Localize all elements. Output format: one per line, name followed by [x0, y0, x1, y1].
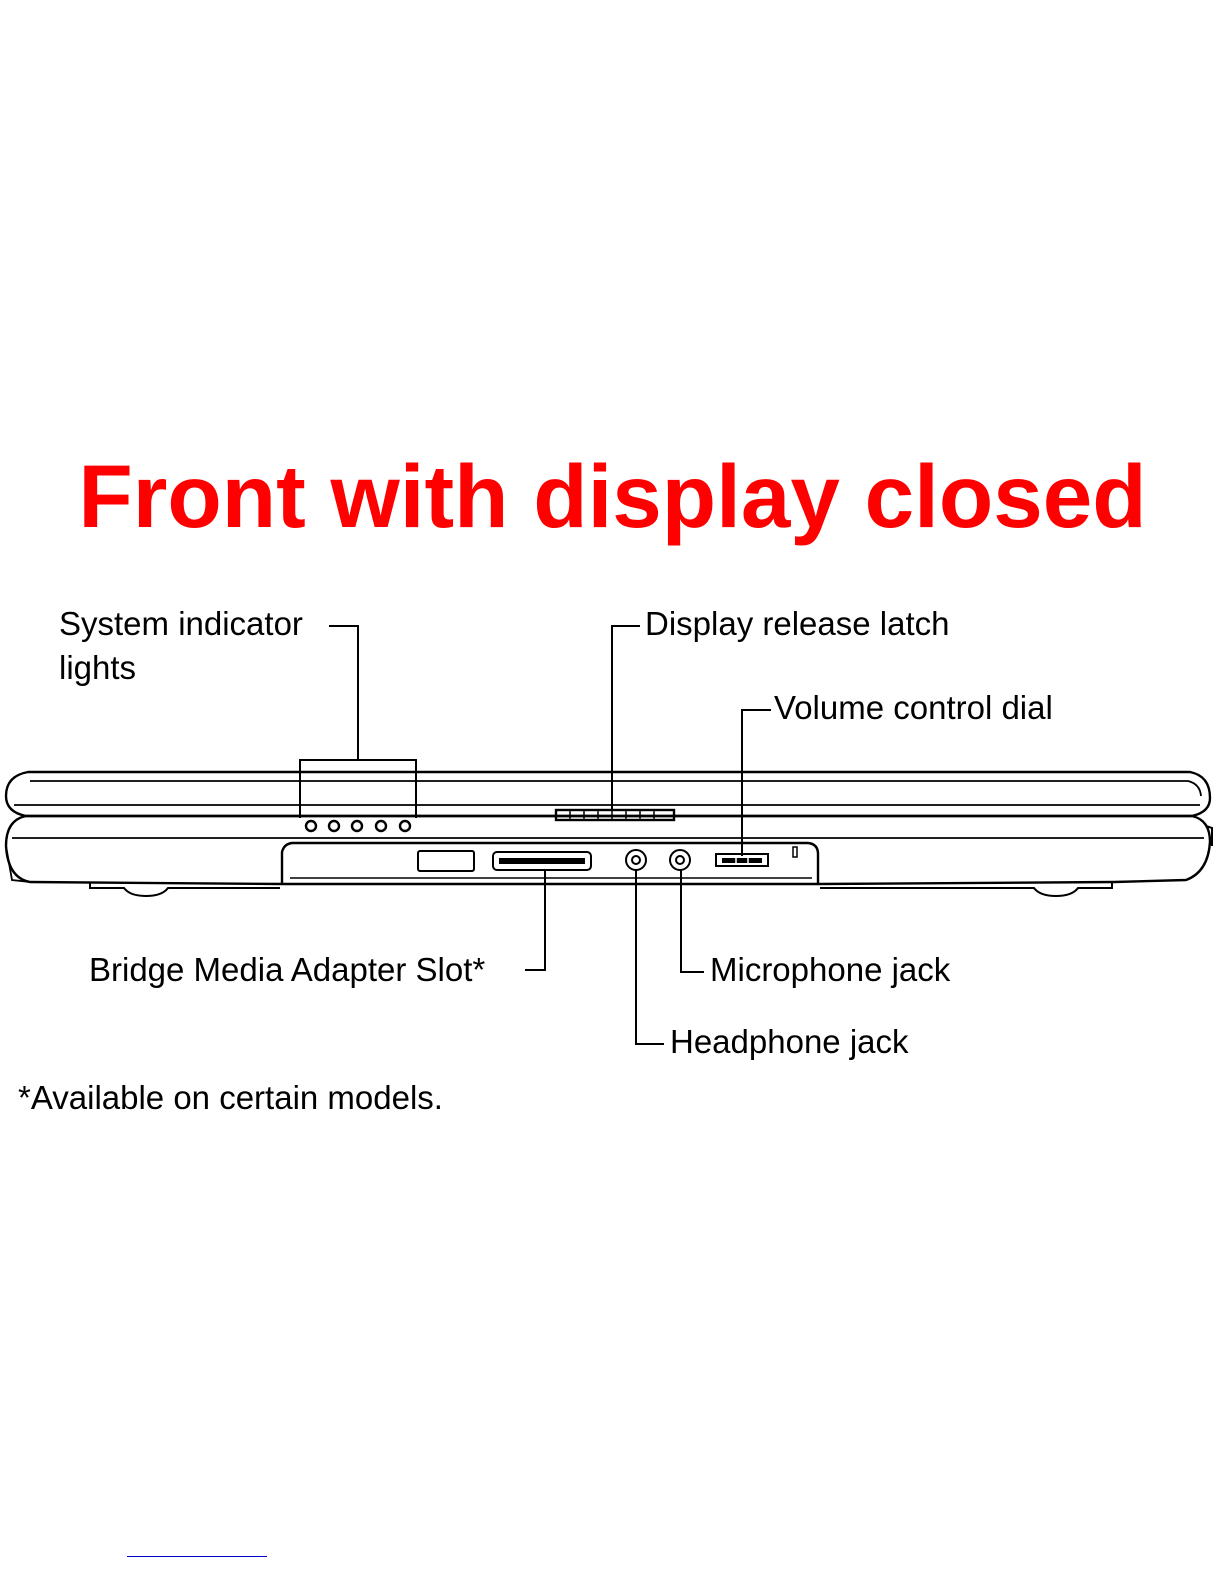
bracket-system-indicator-lights — [300, 760, 416, 818]
label-volume-control-dial: Volume control dial — [774, 686, 1053, 730]
leader-microphone-jack — [681, 870, 704, 972]
label-microphone-jack: Microphone jack — [710, 948, 950, 992]
indicator-light — [376, 821, 386, 831]
label-headphone-jack: Headphone jack — [670, 1020, 909, 1064]
label-bridge-media-adapter-slot: Bridge Media Adapter Slot* — [89, 948, 485, 992]
leader-volume-control-dial — [742, 710, 771, 856]
base-outline — [6, 816, 1210, 884]
laptop-body — [6, 772, 1212, 896]
lid-highlight-top — [30, 781, 1201, 796]
indicator-light — [329, 821, 339, 831]
indicator-light — [306, 821, 316, 831]
headphone-jack — [626, 850, 646, 870]
microphone-jack — [670, 850, 690, 870]
indicator-light — [400, 821, 410, 831]
label-system-indicator-lights: System indicator lights — [59, 602, 303, 690]
panel-indicator-slit — [793, 847, 797, 857]
leader-system-indicator-lights — [329, 626, 358, 760]
label-display-release-latch: Display release latch — [645, 602, 949, 646]
bottom-link-underline[interactable] — [127, 1556, 267, 1557]
footnote: *Available on certain models. — [18, 1076, 443, 1120]
indicator-light — [352, 821, 362, 831]
bridge-media-adapter-slot — [493, 852, 591, 870]
leader-display-release-latch — [612, 626, 640, 810]
front-panel-button — [418, 851, 474, 871]
system-indicator-lights — [306, 821, 410, 831]
leader-headphone-jack — [636, 870, 664, 1044]
